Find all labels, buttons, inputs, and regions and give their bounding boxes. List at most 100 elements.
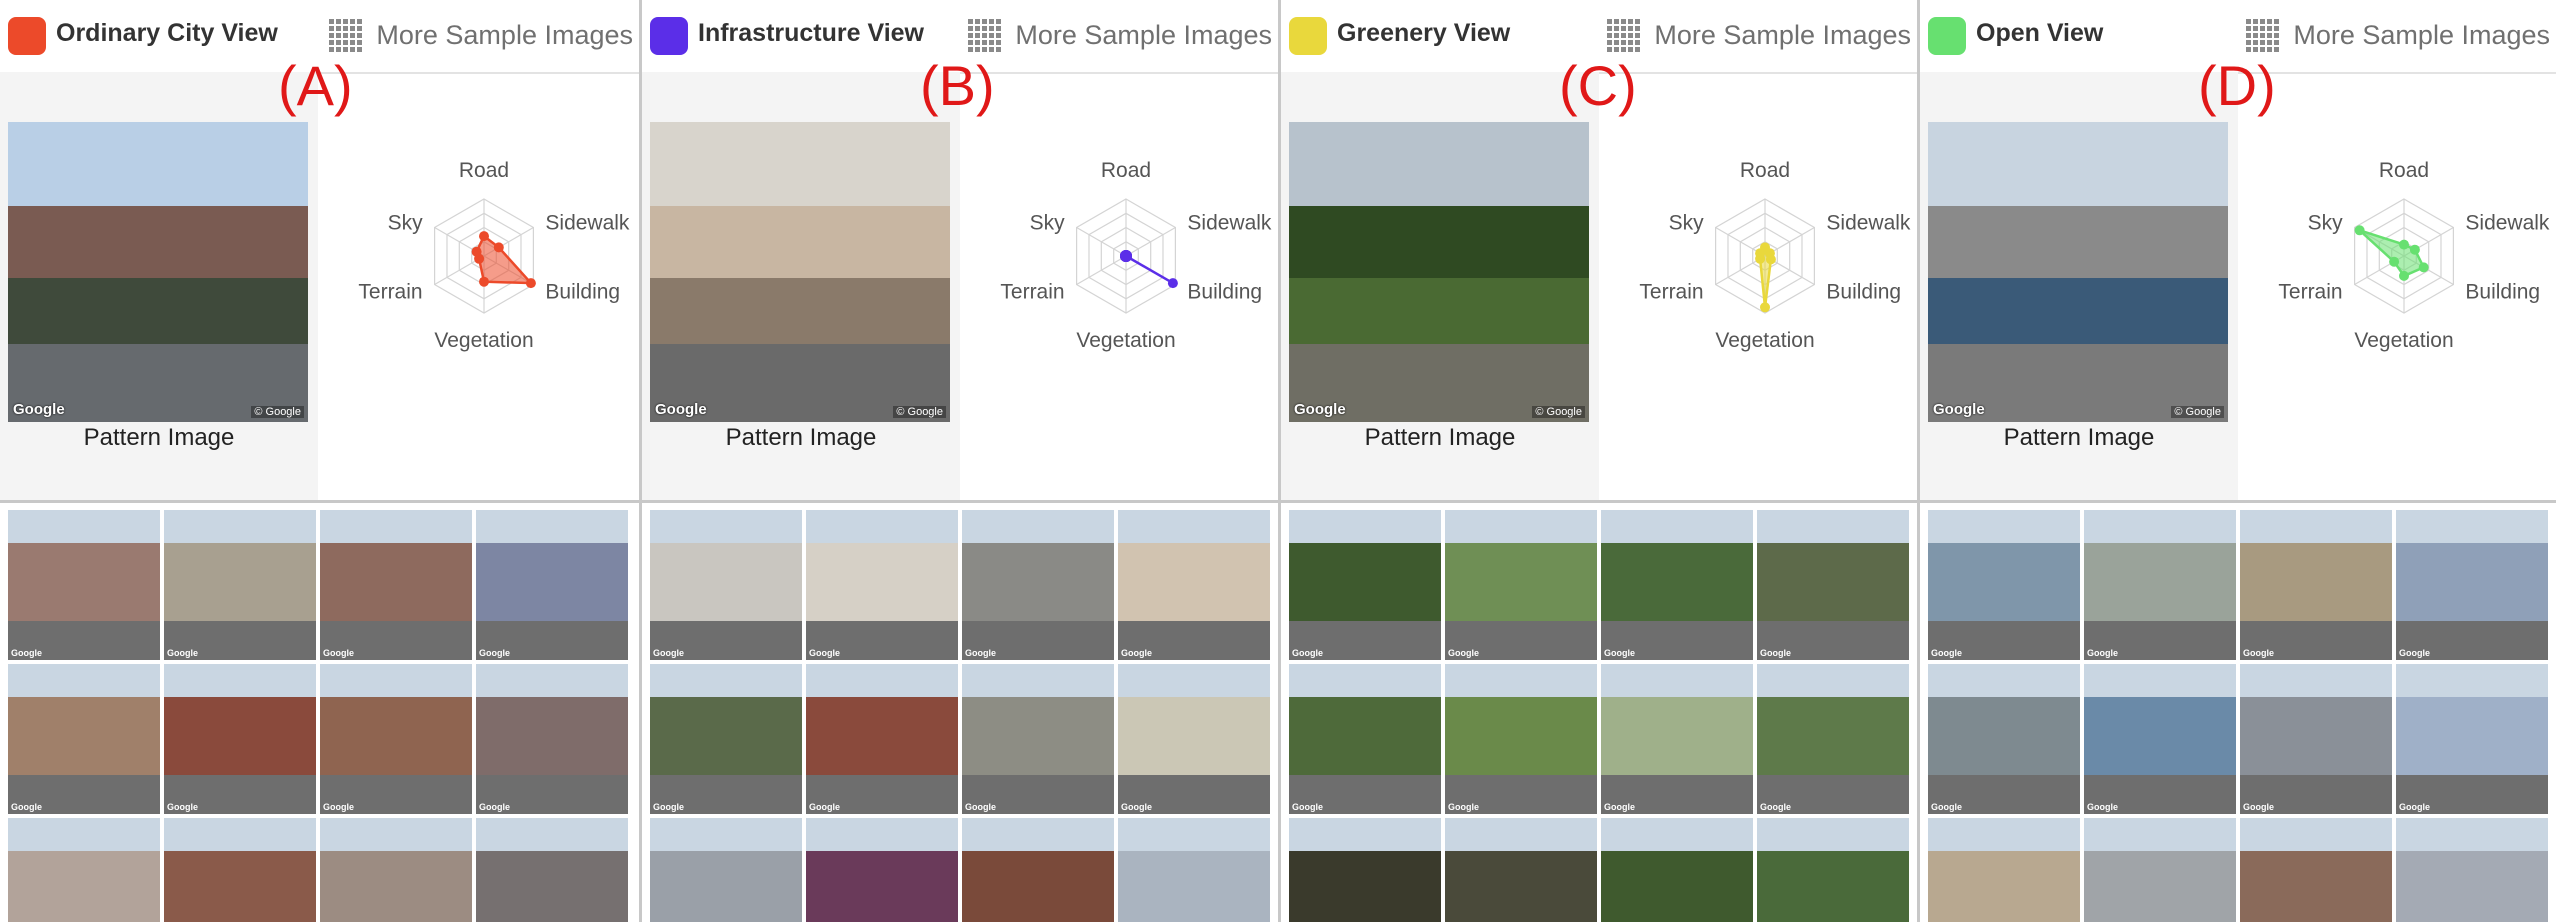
sample-image-thumbnail[interactable]: Google — [1445, 664, 1597, 814]
pattern-image[interactable]: Google © Google — [1289, 122, 1589, 422]
sample-image-thumbnail[interactable]: Google — [1118, 664, 1270, 814]
sample-image-thumbnail[interactable]: Google — [1757, 818, 1909, 922]
panel-tag: (A) — [278, 54, 353, 117]
google-watermark: Google — [13, 401, 65, 418]
sample-image-thumbnail[interactable]: Google — [1757, 510, 1909, 660]
sample-image-thumbnail[interactable]: Google — [8, 818, 160, 922]
thumbnail-google-watermark: Google — [653, 648, 684, 658]
more-sample-images-button[interactable]: More Sample Images — [2246, 19, 2550, 52]
google-watermark: Google — [1294, 401, 1346, 418]
radar-data-area — [475, 234, 534, 285]
radar-axis-label-vegetation: Vegetation — [2354, 329, 2453, 352]
sample-image-thumbnail[interactable]: Google — [1601, 818, 1753, 922]
thumbnail-google-watermark: Google — [653, 802, 684, 812]
radar-point-road — [2399, 239, 2409, 250]
sample-image-thumbnail[interactable]: Google — [164, 818, 316, 922]
sample-image-thumbnail[interactable]: Google — [164, 664, 316, 814]
radar-axis-label-vegetation: Vegetation — [434, 329, 533, 352]
sample-image-thumbnail[interactable]: Google — [1928, 510, 2080, 660]
panel-tag: (B) — [920, 54, 995, 117]
thumbnail-google-watermark: Google — [2243, 648, 2274, 658]
sample-image-thumbnail[interactable]: Google — [2084, 510, 2236, 660]
sample-image-thumbnail[interactable]: Google — [806, 664, 958, 814]
sample-image-thumbnail[interactable]: Google — [476, 818, 628, 922]
sample-image-thumbnail[interactable]: Google — [2396, 510, 2548, 660]
thumbnail-google-watermark: Google — [1931, 802, 1962, 812]
thumbnail-google-watermark: Google — [1931, 648, 1962, 658]
radar-point-sky — [1755, 248, 1766, 259]
radar-spoke — [1076, 255, 1127, 286]
category-color-swatch — [650, 17, 688, 55]
radar-point-vegetation — [2399, 270, 2409, 281]
thumbnail-google-watermark: Google — [323, 648, 354, 658]
radar-spoke — [1076, 226, 1127, 257]
more-sample-images-button[interactable]: More Sample Images — [968, 19, 1272, 52]
sample-image-thumbnail[interactable]: Google — [1928, 664, 2080, 814]
sample-image-thumbnail[interactable]: Google — [320, 664, 472, 814]
sample-image-thumbnail[interactable]: Google — [1757, 664, 1909, 814]
more-sample-images-button[interactable]: More Sample Images — [329, 19, 633, 52]
sample-image-thumbnail[interactable]: Google — [2240, 818, 2392, 922]
sample-image-thumbnail[interactable]: Google — [1601, 510, 1753, 660]
sample-image-thumbnail[interactable]: Google — [1289, 510, 1441, 660]
radar-axis-label-terrain: Terrain — [1639, 281, 1703, 304]
sample-image-thumbnail[interactable]: Google — [650, 510, 802, 660]
radar-axis-label-building: Building — [1187, 281, 1262, 304]
sample-image-thumbnail[interactable]: Google — [806, 510, 958, 660]
sample-image-thumbnail[interactable]: Google — [8, 510, 160, 660]
sample-image-thumbnail[interactable]: Google — [2240, 510, 2392, 660]
sample-image-thumbnail[interactable]: Google — [1601, 664, 1753, 814]
sample-image-thumbnail[interactable]: Google — [1445, 818, 1597, 922]
sample-image-thumbnail[interactable]: Google — [2084, 818, 2236, 922]
sample-image-thumbnail[interactable]: Google — [2084, 664, 2236, 814]
sample-image-thumbnail[interactable]: Google — [1118, 510, 1270, 660]
sample-image-thumbnail[interactable]: Google — [320, 510, 472, 660]
sample-image-thumbnail[interactable]: Google — [1928, 818, 2080, 922]
radar-spoke — [1125, 226, 1176, 257]
thumbnail-google-watermark: Google — [167, 802, 198, 812]
thumbnail-google-watermark: Google — [1292, 802, 1323, 812]
sample-image-thumbnail[interactable]: Google — [320, 818, 472, 922]
sample-image-thumbnail[interactable]: Google — [476, 664, 628, 814]
sample-image-thumbnail[interactable]: Google — [476, 510, 628, 660]
sample-image-thumbnail[interactable]: Google — [164, 510, 316, 660]
radar-point-sky — [471, 246, 482, 257]
sample-image-thumbnail[interactable]: Google — [650, 664, 802, 814]
sample-image-thumbnail[interactable]: Google — [2396, 664, 2548, 814]
pattern-image[interactable]: Google© Google — [1928, 122, 2228, 422]
sample-image-thumbnail[interactable]: Google — [962, 818, 1114, 922]
sample-image-thumbnail[interactable]: Google — [962, 664, 1114, 814]
copyright-watermark: © Google — [1532, 406, 1585, 418]
sample-image-thumbnail[interactable]: Google — [650, 818, 802, 922]
radar-axis-label-vegetation: Vegetation — [1076, 329, 1175, 352]
sample-image-thumbnail[interactable]: Google — [2396, 818, 2548, 922]
sample-image-thumbnail[interactable]: Google — [2240, 664, 2392, 814]
sample-image-thumbnail[interactable]: Google — [8, 664, 160, 814]
more-sample-images-button[interactable]: More Sample Images — [1607, 19, 1911, 52]
section-divider — [1281, 500, 1917, 503]
radar-axis-label-sky: Sky — [2308, 212, 2344, 235]
thumbnail-google-watermark: Google — [479, 648, 510, 658]
panel-title: Infrastructure View — [698, 19, 925, 47]
sample-image-thumbnail[interactable]: Google — [962, 510, 1114, 660]
section-divider — [0, 500, 639, 503]
sample-image-thumbnail[interactable]: Google — [1289, 818, 1441, 922]
sample-image-thumbnail[interactable]: Google — [1118, 818, 1270, 922]
sample-image-thumbnail[interactable]: Google — [1289, 664, 1441, 814]
panel-title: Ordinary City View — [56, 19, 278, 47]
pattern-image[interactable]: Google© Google — [650, 122, 950, 422]
pattern-image-label: Pattern Image — [725, 424, 877, 451]
sample-image-thumbnail[interactable]: Google — [806, 818, 958, 922]
radar-point-building — [2418, 262, 2429, 273]
sample-image-thumbnail[interactable]: Google — [1445, 510, 1597, 660]
pattern-image[interactable]: Google© Google — [8, 122, 308, 422]
